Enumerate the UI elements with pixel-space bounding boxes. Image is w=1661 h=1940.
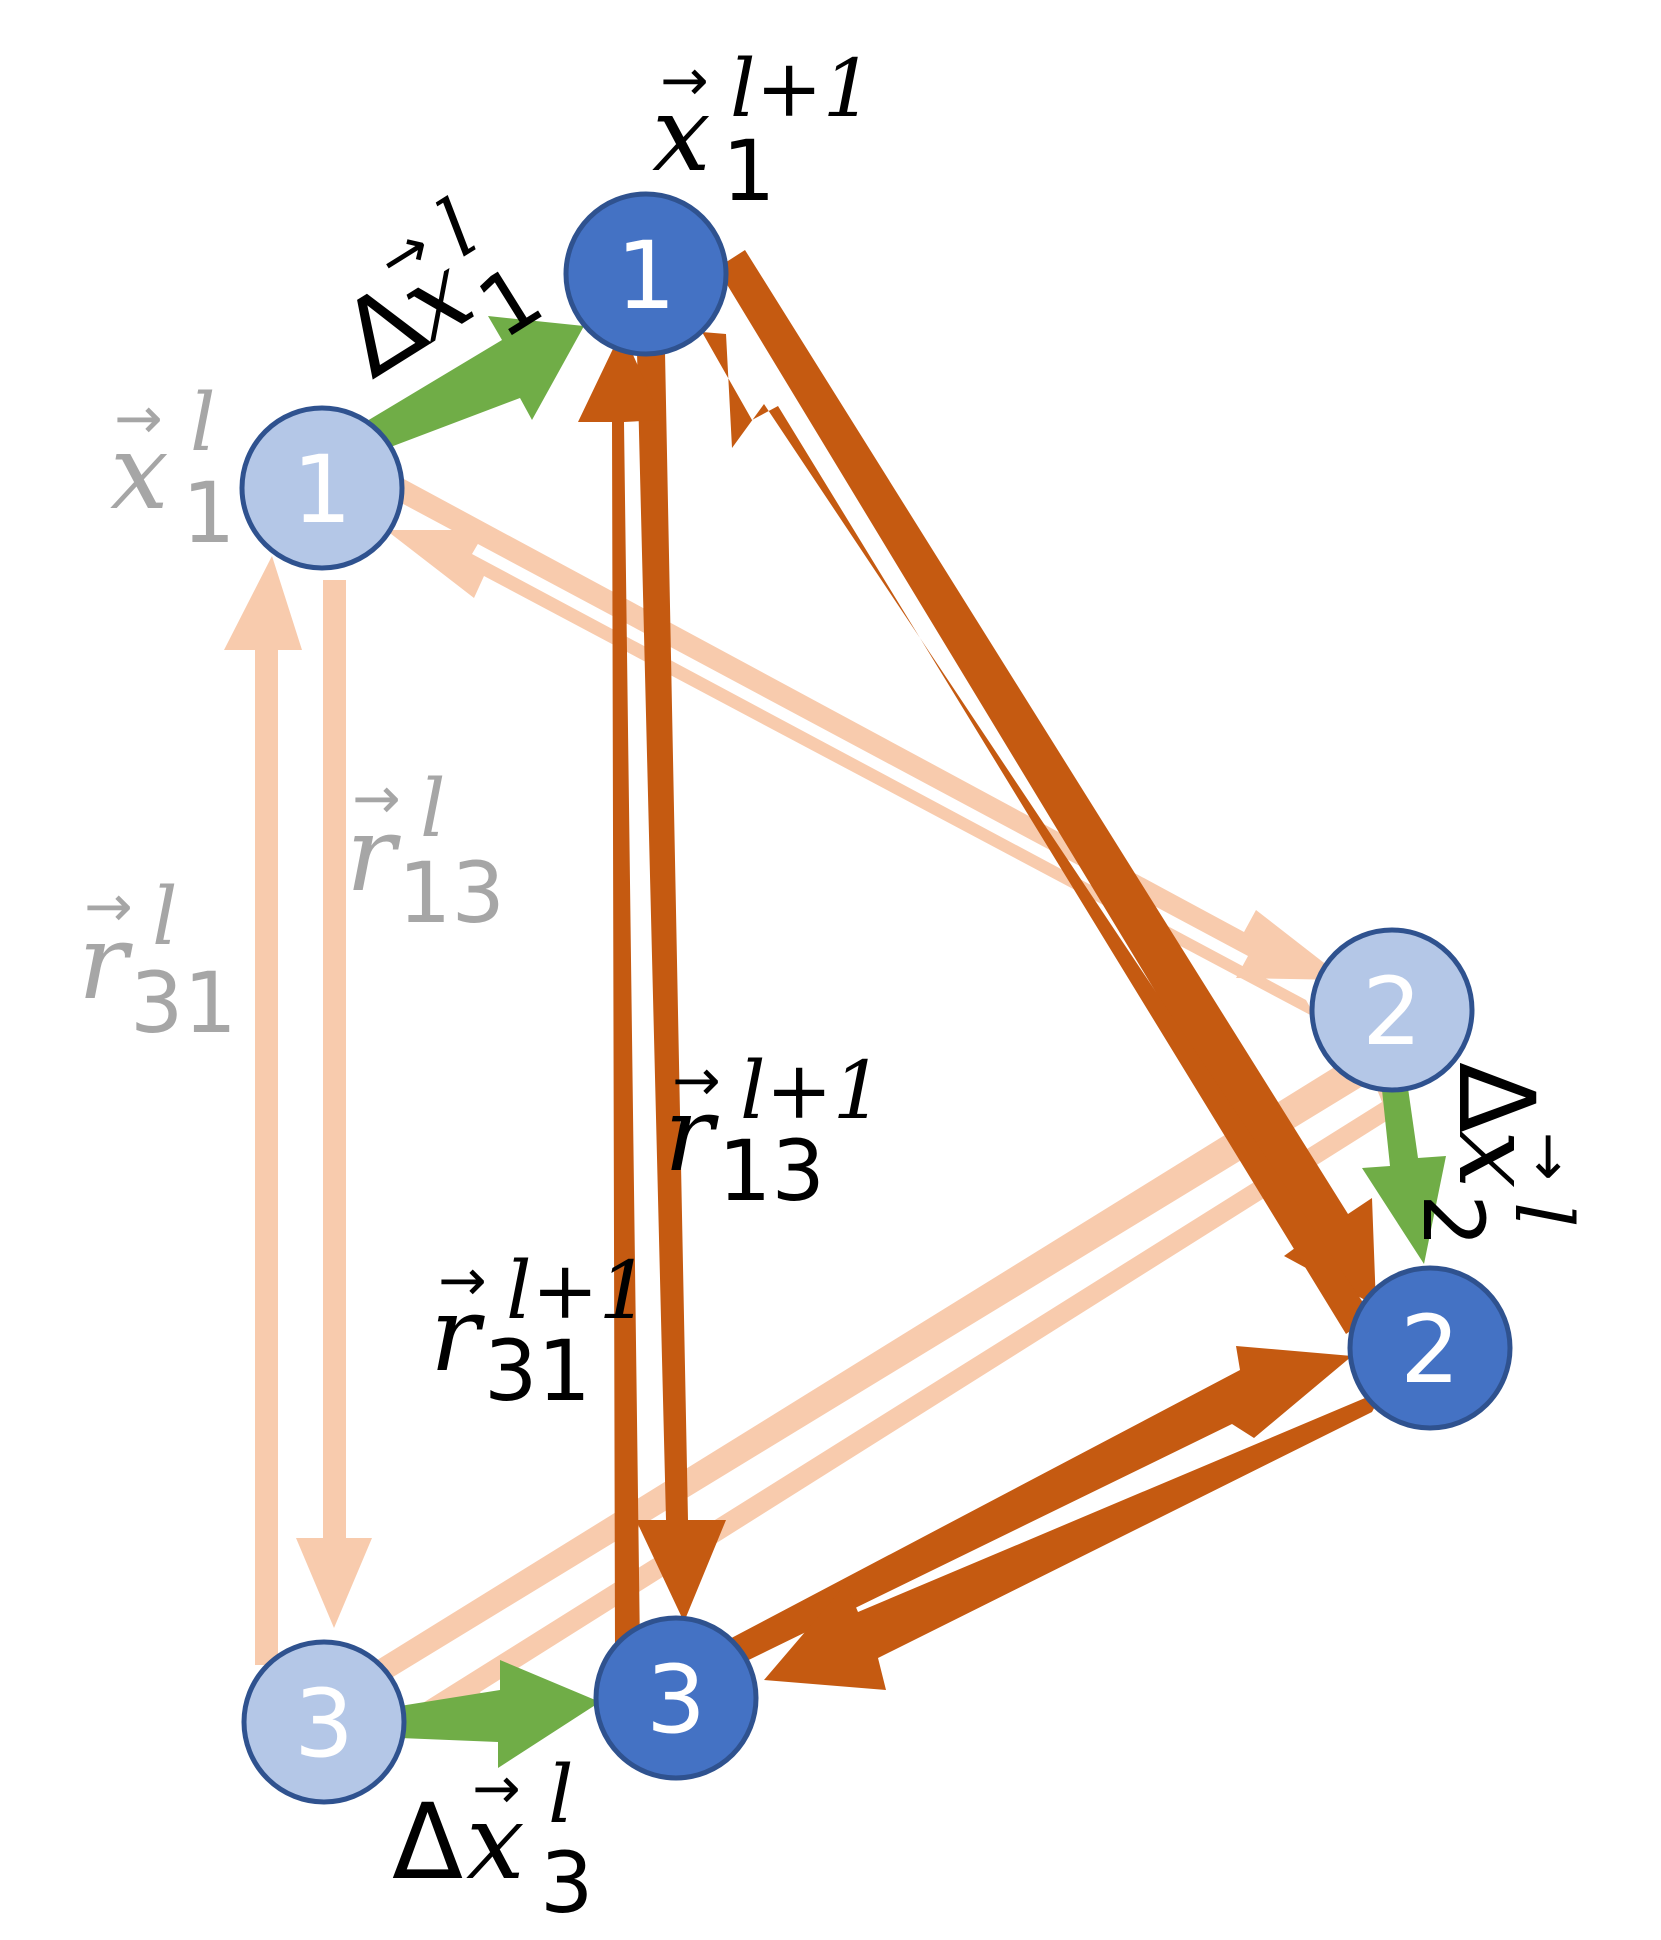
label-r31-new-base: r	[430, 1273, 485, 1395]
label-r13-old-arrow: →	[352, 764, 401, 832]
label-r31-old-sub: 31	[130, 954, 237, 1052]
new-edge-1-to-2	[717, 250, 1376, 1306]
label-x1-old-arrow: →	[114, 384, 163, 452]
old-node-2: 2	[1309, 927, 1475, 1093]
displacement-arrow-2	[1362, 1088, 1446, 1264]
displacement-arrows	[362, 316, 1446, 1768]
label-r31-old-sup: l	[152, 870, 178, 963]
new-edge-1-to-3	[636, 352, 726, 1622]
label-dx3-base: x	[466, 1781, 525, 1903]
label-dx2-delta: Δ	[1435, 1062, 1557, 1133]
label-r13-old-sup: l	[420, 762, 446, 855]
new-node-3-label: 3	[646, 1646, 706, 1755]
label-dx3-sub: 3	[540, 1834, 593, 1932]
label-x1-new-base: x	[652, 73, 711, 195]
new-node-3: 3	[593, 1615, 759, 1781]
old-edge-3-to-1	[224, 556, 302, 1665]
label-r13-old-base: r	[346, 793, 401, 915]
label-x1-old-base: x	[110, 411, 169, 533]
label-dx2: Δ → x l 2	[1404, 1062, 1590, 1247]
new-edges	[578, 250, 1384, 1690]
label-r13-new-sub: 13	[718, 1122, 825, 1220]
displacement-arrow-3	[400, 1660, 600, 1768]
new-edge-2-to-3	[764, 1390, 1384, 1690]
old-node-3-label: 3	[294, 1670, 354, 1779]
label-dx3-sup: l	[548, 1748, 574, 1841]
label-x1-old-sub: 1	[182, 464, 235, 562]
label-r13-new: → r l+1 13	[664, 1044, 884, 1220]
label-r13-new-arrow: →	[672, 1046, 721, 1114]
label-r31-new-sup: l+1	[506, 1244, 650, 1337]
new-edge-2-to-1	[702, 332, 1372, 1334]
label-x1-new-sup: l+1	[730, 42, 874, 135]
old-node-2-label: 2	[1362, 958, 1422, 1067]
label-x1-old-sup: l	[190, 376, 216, 469]
new-edge-3-to-2	[720, 1346, 1352, 1672]
new-node-1-label: 1	[616, 222, 676, 331]
new-edge-3-to-1	[578, 330, 662, 1650]
label-dx3-arrow: →	[472, 1754, 521, 1822]
label-x1-new: → x l+1 1	[652, 42, 874, 220]
label-dx2-arrow: →	[1516, 1132, 1584, 1181]
label-r31-old-base: r	[78, 901, 133, 1023]
new-node-2-label: 2	[1400, 1296, 1460, 1405]
label-x1-new-arrow: →	[660, 46, 709, 114]
label-dx2-sup: l	[1497, 1202, 1590, 1228]
old-edge-1-to-3	[296, 580, 372, 1628]
old-node-3: 3	[241, 1639, 407, 1805]
label-dx3-delta: Δ	[392, 1781, 463, 1903]
label-r13-new-base: r	[664, 1073, 719, 1195]
label-dx1: Δ → x l 1	[321, 182, 559, 401]
label-r31-new: → r l+1 31	[430, 1244, 650, 1420]
new-node-2: 2	[1347, 1265, 1513, 1431]
label-r13-old: → r l 13	[346, 762, 505, 942]
label-dx3: Δ → x l 3	[392, 1748, 593, 1932]
label-dx2-sub: 2	[1404, 1194, 1502, 1247]
old-edge-2-to-1	[386, 530, 1316, 1018]
label-x1-new-sub: 1	[722, 122, 775, 220]
label-r31-old: → r l 31	[78, 870, 237, 1052]
label-dx2-base: x	[1435, 1130, 1557, 1189]
label-r13-old-sub: 13	[398, 844, 505, 942]
old-edge-1-to-2	[392, 478, 1346, 980]
old-node-1: 1	[239, 405, 405, 571]
new-node-1: 1	[563, 191, 729, 357]
old-node-1-label: 1	[292, 436, 352, 545]
label-r31-new-sub: 31	[484, 1322, 591, 1420]
label-r31-new-arrow: →	[438, 1246, 487, 1314]
new-nodes: 1 2 3	[563, 191, 1513, 1781]
label-x1-old: → x l 1	[110, 376, 235, 562]
old-nodes: 1 2 3	[239, 405, 1475, 1805]
label-r31-old-arrow: →	[84, 872, 133, 940]
displacement-arrow-1	[362, 316, 584, 451]
label-r13-new-sup: l+1	[740, 1044, 884, 1137]
